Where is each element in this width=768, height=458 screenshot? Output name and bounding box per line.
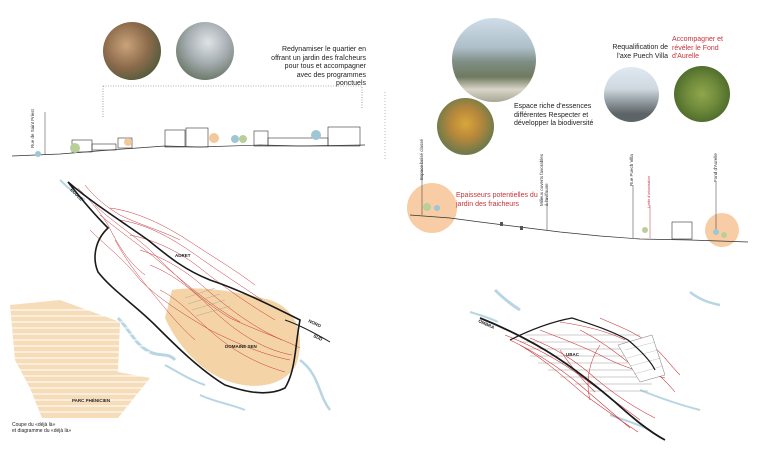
caption-epaisseur: Epaisseurs potentielles du jardin des fr… [456,192,538,208]
photo-vegetation [674,66,730,122]
site-boundary [67,181,301,394]
map-label-adret: ADRET [175,253,191,258]
caption-fond: Accompagner et révéler le Fond d'Aurelle [672,36,723,60]
photo-building-1 [103,22,161,80]
map-label-right-bottom: SUD [313,333,324,342]
caption-biodiv: Espace riche d'essences différentes Resp… [514,103,594,127]
map-label-park: PARC PHÉNICIEN [72,396,110,403]
footnote-line-2: et diagramme du «déjà là» [12,428,72,434]
photo-tree [437,98,494,155]
map-label-ubac: UBAC [566,352,580,357]
park-hatch [10,300,150,418]
map-label-center: DOMAINE SEN [225,344,257,349]
footnote: Coupe du «déjà là» et diagramme du «déjà… [12,422,71,434]
left-caption: Redynamiser le quartier en offrant un ja… [271,46,366,87]
caption-requal: Requalification de l'axe Puech Villa [612,44,668,60]
photo-road [604,67,659,122]
footnote-line-1: Coupe du «déjà là» [12,422,56,428]
photo-building-2 [176,22,234,80]
photo-mountain [452,18,536,102]
map-label-right-top: NORD [308,318,323,328]
